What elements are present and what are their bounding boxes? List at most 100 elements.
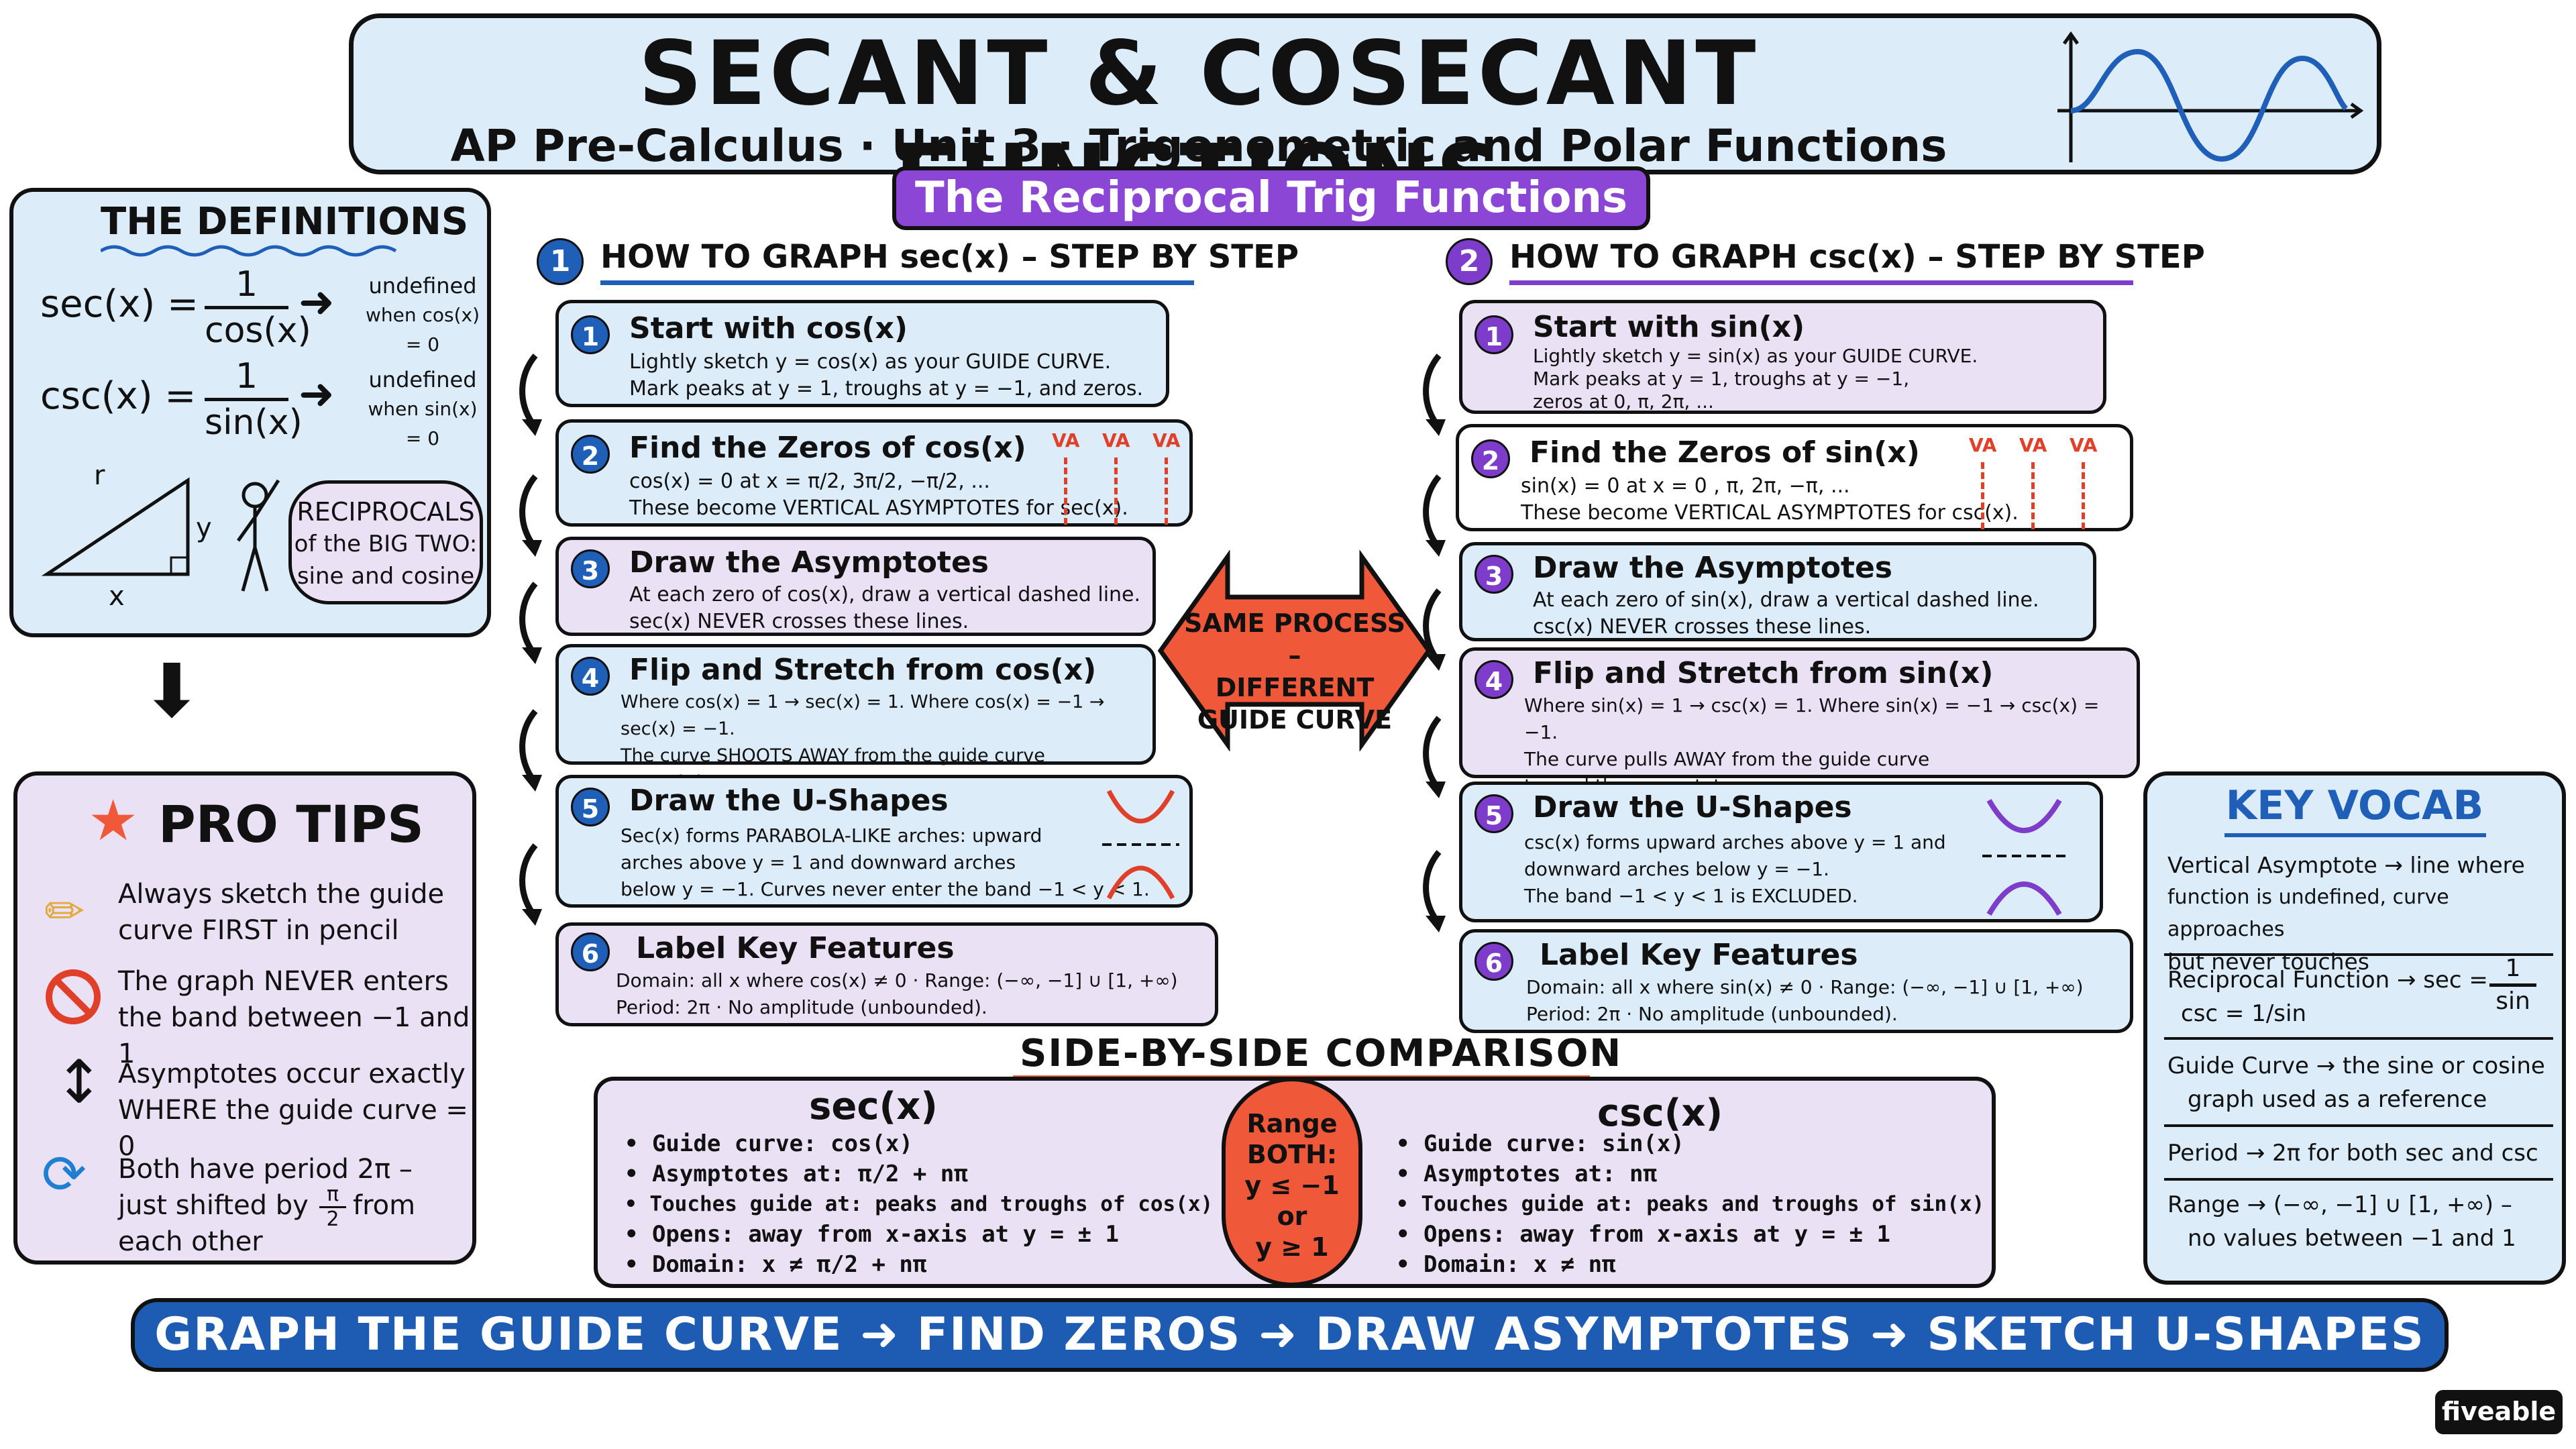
title-panel: SECANT & COSECANT FUNCTIONS AP Pre-Calcu… <box>349 13 2381 229</box>
sec-fraction: 1 cos(x) <box>205 264 311 351</box>
step-line: Domain: all x where cos(x) ≠ 0 · Range: … <box>616 969 1178 991</box>
comparison-panel: sec(x) csc(x) • Guide curve: cos(x) • As… <box>594 1077 1996 1288</box>
range-line: BOTH: <box>1246 1140 1338 1169</box>
range-both-badge: Range BOTH: y ≤ −1 or y ≥ 1 <box>1222 1077 1362 1287</box>
va-dashed-line <box>2031 462 2035 529</box>
tip-text: from <box>353 1190 416 1221</box>
step-title: Label Key Features <box>1540 938 1858 972</box>
va-label: VA <box>1102 429 1130 451</box>
step-line: Lightly sketch y = cos(x) as your GUIDE … <box>629 350 1112 374</box>
bubble-line: of the BIG TWO: <box>294 531 478 557</box>
csc-steps-heading: HOW TO GRAPH csc(x) – STEP BY STEP <box>1509 238 2205 276</box>
sec-step-3: 3 Draw the Asymptotes At each zero of co… <box>555 537 1156 636</box>
va-label: VA <box>1969 434 1997 456</box>
step-body: Sec(x) forms PARABOLA-LIKE arches: upwar… <box>621 822 1150 903</box>
csc-denominator: sin(x) <box>205 402 303 443</box>
step-number-badge: 3 <box>1474 555 1513 594</box>
bubble-line: RECIPROCALS <box>297 497 475 527</box>
comparison-item: • Domain: x ≠ nπ <box>1396 1251 1616 1278</box>
step-body: Domain: all x where cos(x) ≠ 0 · Range: … <box>616 967 1178 1021</box>
tip-item: Both have period 2π – just shifted by π … <box>118 1151 480 1260</box>
pro-tips-panel: ★ PRO TIPS ✏ Always sketch the guide cur… <box>13 771 476 1265</box>
cycle-arrows-icon: ⟳ <box>42 1143 87 1205</box>
vocab-divider <box>2164 953 2553 956</box>
range-line: y ≥ 1 <box>1255 1232 1329 1262</box>
sec-step-2: 2 Find the Zeros of cos(x) cos(x) = 0 at… <box>555 419 1193 527</box>
step-line: Where cos(x) = 1 → sec(x) = 1. Where cos… <box>621 692 1105 739</box>
step-flow-arrows <box>1423 354 1446 932</box>
va-dashed-line <box>1114 458 1118 525</box>
vocab-vertical-asymptote: Vertical Asymptote → line where function… <box>2167 849 2550 978</box>
step-line: Period: 2π · No amplitude (unbounded). <box>1526 1003 1898 1025</box>
step-line: The curve pulls AWAY from the guide curv… <box>1524 748 1930 770</box>
step-title: Draw the U-Shapes <box>629 784 949 818</box>
step-title: Draw the Asymptotes <box>629 545 989 580</box>
step-number-badge: 1 <box>1474 315 1513 354</box>
tip-line: Always sketch the guide <box>118 879 445 910</box>
vocab-guide-curve: Guide Curve → the sine or cosine graph u… <box>2167 1049 2550 1116</box>
wave-graph-icon <box>2057 32 2364 162</box>
csc-note-line: undefined <box>368 367 477 392</box>
reciprocal-banner: The Reciprocal Trig Functions <box>892 166 1650 230</box>
step-line: The curve SHOOTS AWAY from the guide cur… <box>621 745 1045 766</box>
sec-steps-heading: HOW TO GRAPH sec(x) – STEP BY STEP <box>600 238 1299 276</box>
step-body: At each zero of sin(x), draw a vertical … <box>1533 587 2039 641</box>
comparison-item: • Opens: away from x-axis at y = ± 1 <box>1396 1221 1890 1248</box>
fraction-numerator: π <box>319 1185 346 1208</box>
step-body: Domain: all x where sin(x) ≠ 0 · Range: … <box>1526 974 2084 1028</box>
sec-note-line: when cos(x) = 0 <box>365 304 480 356</box>
step-line: At each zero of cos(x), draw a vertical … <box>629 583 1141 606</box>
vocab-divider <box>2164 1037 2553 1040</box>
step-line: sec(x) NEVER crosses these lines. <box>629 610 969 633</box>
csc-definition-lhs: csc(x) = <box>40 374 197 418</box>
step-line: Lightly sketch y = sin(x) as your GUIDE … <box>1533 345 1978 367</box>
page-subtitle: AP Pre-Calculus · Unit 3 · Trigonometric… <box>450 120 1947 172</box>
step-body: sin(x) = 0 at x = 0 , π, 2π, −π, ... The… <box>1521 473 2019 527</box>
fraction-denominator: 2 <box>326 1208 339 1231</box>
step-line: csc(x) NEVER crosses these lines. <box>1533 615 1872 639</box>
sec-numerator: 1 <box>205 264 288 309</box>
step-number-badge: 4 <box>571 657 610 696</box>
right-arrow-icon: ➜ <box>299 278 335 327</box>
star-icon: ★ <box>88 788 139 853</box>
step-line: Period: 2π · No amplitude (unbounded). <box>616 996 987 1018</box>
csc-numerator: 1 <box>205 356 288 401</box>
middle-line: GUIDE CURVE <box>1197 705 1393 735</box>
sec-step-1: 1 Start with cos(x) Lightly sketch y = c… <box>555 300 1169 407</box>
step-line: Where sin(x) = 1 → csc(x) = 1. Where sin… <box>1524 694 2100 743</box>
csc-undefined-note: undefined when sin(x) = 0 <box>359 365 486 453</box>
vocab-line: Vertical Asymptote → line where <box>2167 852 2525 878</box>
step-line: These become VERTICAL ASYMPTOTES for csc… <box>1521 501 2019 525</box>
step-line: downward arches below y = −1. <box>1524 858 1829 880</box>
step-line: sin(x) = 0 at x = 0 , π, 2π, −π, ... <box>1521 474 1850 498</box>
step-title: Start with sin(x) <box>1533 310 1805 344</box>
step-number-badge: 5 <box>1474 794 1513 833</box>
csc-note-line: when sin(x) = 0 <box>368 398 478 449</box>
tip-item: Asymptotes occur exactly WHERE the guide… <box>118 1056 472 1165</box>
triangle-label-x: x <box>109 581 125 612</box>
range-line: Range <box>1246 1109 1338 1138</box>
step-number-badge: 4 <box>1474 660 1513 699</box>
sec-note-line: undefined <box>368 273 477 299</box>
tip-line: Asymptotes occur exactly <box>118 1059 466 1089</box>
triangle-label-r: r <box>94 460 105 491</box>
no-entry-icon <box>46 969 101 1024</box>
comparison-item: • Asymptotes at: nπ <box>1396 1161 1657 1187</box>
vocab-period: Period → 2π for both sec and csc <box>2167 1140 2538 1167</box>
step-body: At each zero of cos(x), draw a vertical … <box>629 582 1140 635</box>
comparison-item: • Touches guide at: peaks and troughs of… <box>1396 1192 1985 1216</box>
step-title: Draw the Asymptotes <box>1533 551 1892 585</box>
tip-item: The graph NEVER enters the band between … <box>118 963 472 1072</box>
process-footer-banner: GRAPH THE GUIDE CURVE ➜ FIND ZEROS ➜ DRA… <box>131 1298 2449 1427</box>
va-dashed-line <box>1165 458 1168 525</box>
va-label: VA <box>2070 434 2098 456</box>
comparison-item: • Opens: away from x-axis at y = ± 1 <box>625 1221 1119 1248</box>
tip-line: each other <box>118 1226 263 1257</box>
key-vocab-heading: KEY VOCAB <box>2225 782 2484 829</box>
step-line: Mark peaks at y = 1, troughs at y = −1, … <box>629 377 1144 400</box>
pro-tips-heading: PRO TIPS <box>158 794 424 854</box>
key-vocab-panel: KEY VOCAB Vertical Asymptote → line wher… <box>2143 771 2566 1285</box>
step-number-badge: 3 <box>571 549 610 588</box>
step-line: These become VERTICAL ASYMPTOTES for sec… <box>629 496 1128 520</box>
vocab-divider <box>2164 1124 2553 1127</box>
